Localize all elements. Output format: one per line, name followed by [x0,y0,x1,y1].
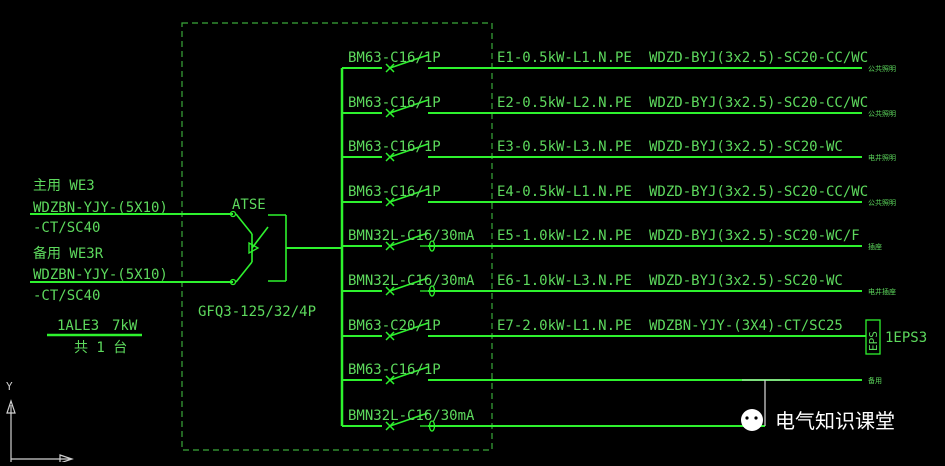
eps-unit: EPS 1EPS3 [865,319,927,355]
branch-row: BM63-C16/1P E3-0.5kW-L3.N.PE WDZD-BYJ(3x2.… [342,139,896,162]
input-main-cable: WDZBN-YJY-(5X10) [33,200,168,216]
circuit-label: E4-0.5kW-L1.N.PE [497,184,632,200]
switch-blade [389,322,429,337]
input-backup-name: 备用 WE3R [33,245,104,262]
panel-power: 7kW [112,318,138,334]
switch-blade [389,143,429,158]
wechat-icon [741,409,763,431]
panel-count: 共 1 台 [74,340,127,356]
cable-label: WDZD-BYJ(3x2.5)-SC20-CC/WC [649,95,868,111]
switch-blade [389,277,429,292]
distribution-box-outline [181,22,493,451]
panel-label: 1ALE3 7kW 共 1 台 [47,318,142,356]
input-backup-cable: WDZBN-YJY-(5X10) [33,267,168,283]
panel-id: 1ALE3 [57,318,99,334]
cable-label: WDZD-BYJ(3x2.5)-SC20-WC [649,139,843,155]
cable-label: WDZD-BYJ(3x2.5)-SC20-WC/F [649,228,860,244]
circuit-label: E2-0.5kW-L2.N.PE [497,95,632,111]
branch-row: BM63-C16/1P E2-0.5kW-L2.N.PE WDZD-BYJ(3x2.… [342,95,896,118]
switch-blade [389,232,429,247]
ucs-y-label: Y [6,380,13,393]
atse-model: GFQ3-125/32/4P [198,304,316,320]
use-label: 备用 [868,376,882,385]
use-label: 电井照明 [868,153,896,162]
watermark-text: 电气知识课堂 [775,409,895,433]
input-main-conduit: -CT/SC40 [33,220,100,236]
switch-blade [389,366,429,381]
branch-row: BMN32L-C16/30mA E6-1.0kW-L3.N.PE WDZD-BYJ(… [342,273,896,297]
breaker-label: BMN32L-C16/30mA [348,273,475,289]
input-feeder-backup: 备用 WE3R WDZBN-YJY-(5X10) -CT/SC40 [30,245,237,304]
branch-row: BMN32L-C16/30mA [342,408,765,432]
atse-label: ATSE [232,197,266,213]
input-backup-conduit: -CT/SC40 [33,288,100,304]
switch-blade [389,188,429,203]
atse-switch: ATSE GFQ3-125/32/4P [198,197,342,320]
branch-row: BM63-C16/1P E1-0.5kW-L1.N.PE WDZD-BYJ(3x2.… [342,50,896,73]
breaker-label: BM63-C16/1P [348,50,441,66]
use-label: 公共照明 [868,198,896,207]
breaker-label: BMN32L-C16/30mA [348,228,475,244]
branch-row: BM63-C20/1P E7-2.0kW-L1.N.PE WDZBN-YJY-(3X… [342,318,866,341]
use-label: 电井插座 [868,287,896,296]
switch-blade [389,412,429,427]
ucs-axis-icon: Y [6,380,74,464]
cable-label: WDZD-BYJ(3x2.5)-SC20-CC/WC [649,184,868,200]
circuit-label: E5-1.0kW-L2.N.PE [497,228,632,244]
watermark: 电气知识课堂 [741,409,895,433]
breaker-label: BM63-C16/1P [348,95,441,111]
cable-label: WDZD-BYJ(3x2.5)-SC20-CC/WC [649,50,868,66]
cable-label: WDZBN-YJY-(3X4)-CT/SC25 [649,318,843,334]
switch-blade [389,54,429,69]
breaker-label: BM63-C16/1P [348,139,441,155]
breaker-label: BMN32L-C16/30mA [348,408,475,424]
branch-circuits: BM63-C16/1P E1-0.5kW-L1.N.PE WDZD-BYJ(3x2.… [342,50,896,432]
input-feeder-main: 主用 WE3 WDZBN-YJY-(5X10) -CT/SC40 [30,178,237,236]
eps-box-label: EPS [867,331,880,351]
breaker-label: BM63-C16/1P [348,362,441,378]
use-label: 插座 [868,242,882,251]
input-main-name: 主用 WE3 [33,178,95,194]
circuit-label: E7-2.0kW-L1.N.PE [497,318,632,334]
circuit-label: E1-0.5kW-L1.N.PE [497,50,632,66]
use-label: 公共照明 [868,64,896,73]
circuit-label: E3-0.5kW-L3.N.PE [497,139,632,155]
eps-label: 1EPS3 [885,330,927,346]
circuit-label: E6-1.0kW-L3.N.PE [497,273,632,289]
branch-row: BMN32L-C16/30mA E5-1.0kW-L2.N.PE WDZD-BYJ(… [342,228,882,252]
use-label: 公共照明 [868,109,896,118]
branch-row: BM63-C16/1P E4-0.5kW-L1.N.PE WDZD-BYJ(3x2.… [342,184,896,207]
breaker-label: BM63-C20/1P [348,318,441,334]
cable-label: WDZD-BYJ(3x2.5)-SC20-WC [649,273,843,289]
breaker-label: BM63-C16/1P [348,184,441,200]
switch-blade [389,99,429,114]
